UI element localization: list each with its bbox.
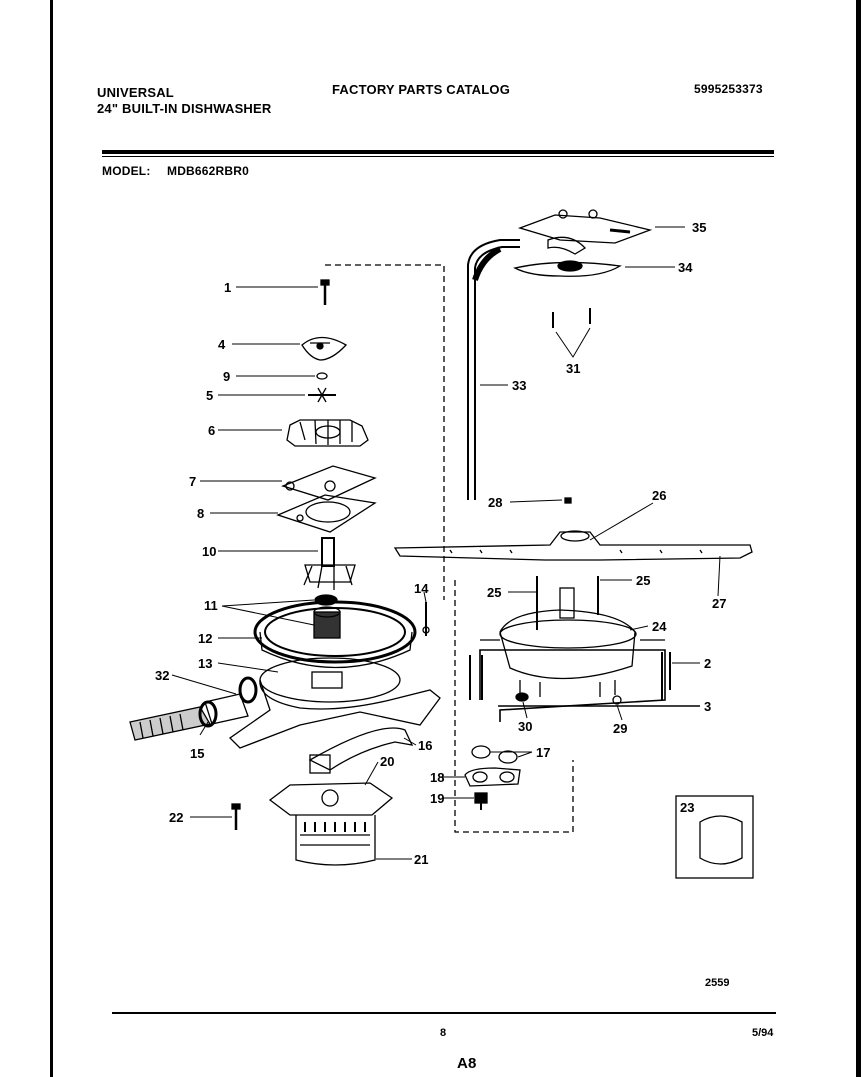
part-4-cap [301, 336, 348, 361]
callout-12: 12 [198, 631, 212, 646]
page-frame-right [856, 0, 861, 1077]
callout-24: 24 [652, 619, 667, 634]
part-9-oring [316, 372, 328, 380]
callout-31: 31 [566, 361, 580, 376]
part-29-nut [612, 695, 622, 705]
part-23-kit-box [675, 795, 754, 879]
callout-25-right: 25 [636, 573, 650, 588]
part-7-gasket [281, 465, 377, 501]
callout-21: 21 [414, 852, 428, 867]
callout-32: 32 [155, 668, 169, 683]
callout-8: 8 [197, 506, 204, 521]
callout-7: 7 [189, 474, 196, 489]
part-12-ring [253, 600, 417, 669]
callout-16: 16 [418, 738, 432, 753]
callout-30: 30 [518, 719, 532, 734]
callout-11: 11 [204, 598, 218, 613]
part-14-screw [422, 602, 430, 636]
part-17-washers [471, 745, 518, 764]
header-rule [102, 150, 774, 154]
figure-code: 2559 [705, 977, 730, 989]
part-25-screws [536, 576, 599, 630]
part-28-plug [564, 497, 572, 504]
part-22-screw [231, 803, 241, 830]
callout-15: 15 [190, 746, 204, 761]
callout-17: 17 [536, 745, 550, 760]
part-21-motor [295, 815, 376, 866]
callout-27: 27 [712, 596, 726, 611]
callout-23: 23 [680, 800, 694, 815]
model-value: MDB662RBR0 [167, 164, 250, 178]
page-number: 8 [440, 1027, 447, 1039]
part-15-clamp [198, 676, 258, 728]
callout-22: 22 [169, 810, 183, 825]
part-19-nut [474, 792, 488, 810]
callout-34: 34 [678, 260, 693, 275]
part-31-screws [552, 308, 591, 328]
section-code: A8 [457, 1055, 477, 1072]
part-18-gasket [464, 767, 521, 787]
part-1-screw [320, 279, 330, 305]
callout-29: 29 [613, 721, 627, 736]
callout-6: 6 [208, 423, 215, 438]
part-16-bracket [308, 727, 414, 774]
leader-lines [171, 226, 721, 860]
part-34-spray-hub [513, 260, 622, 277]
part-35-upper-spray [517, 209, 653, 255]
callout-33: 33 [512, 378, 526, 393]
callout-5: 5 [206, 388, 213, 403]
revision-date: 5/94 [752, 1027, 774, 1039]
callout-19: 19 [430, 791, 444, 806]
catalog-title: FACTORY PARTS CATALOG [332, 82, 511, 97]
part-32-hose [129, 693, 249, 741]
part-10-impeller [303, 537, 356, 590]
callout-14: 14 [414, 581, 429, 596]
callout-28: 28 [488, 495, 502, 510]
callout-4: 4 [218, 337, 226, 352]
assembly-dashed-outline [325, 264, 574, 833]
part-13-pump-base [228, 657, 441, 749]
part-30-nut [515, 692, 529, 702]
callout-35: 35 [692, 220, 706, 235]
part-24-sump [480, 587, 665, 697]
footer-rule [112, 1012, 776, 1014]
brand-name: UNIVERSAL [97, 85, 174, 100]
product-name: 24" BUILT-IN DISHWASHER [97, 101, 272, 116]
callout-1: 1 [224, 280, 231, 295]
part-8-plate [276, 494, 377, 533]
page-frame-left [50, 0, 53, 1077]
callout-2: 2 [704, 656, 711, 671]
part-6-housing [286, 419, 369, 447]
callout-10: 10 [202, 544, 216, 559]
callout-18: 18 [430, 770, 444, 785]
callout-13: 13 [198, 656, 212, 671]
part-26-spray-arm [393, 530, 753, 561]
callout-3: 3 [704, 699, 711, 714]
callout-20: 20 [380, 754, 394, 769]
part-3-heater [479, 649, 700, 722]
callout-9: 9 [223, 369, 230, 384]
part-5-chopper [308, 387, 336, 403]
callout-26: 26 [652, 488, 666, 503]
callout-25-left: 25 [487, 585, 501, 600]
part-2-bracket [469, 652, 671, 700]
part-20-motor-housing [268, 782, 394, 816]
header-rule-thin [102, 156, 774, 157]
model-label: MODEL: [102, 164, 151, 178]
part-33-tube [467, 239, 520, 500]
catalog-number: 5995253373 [694, 82, 763, 96]
